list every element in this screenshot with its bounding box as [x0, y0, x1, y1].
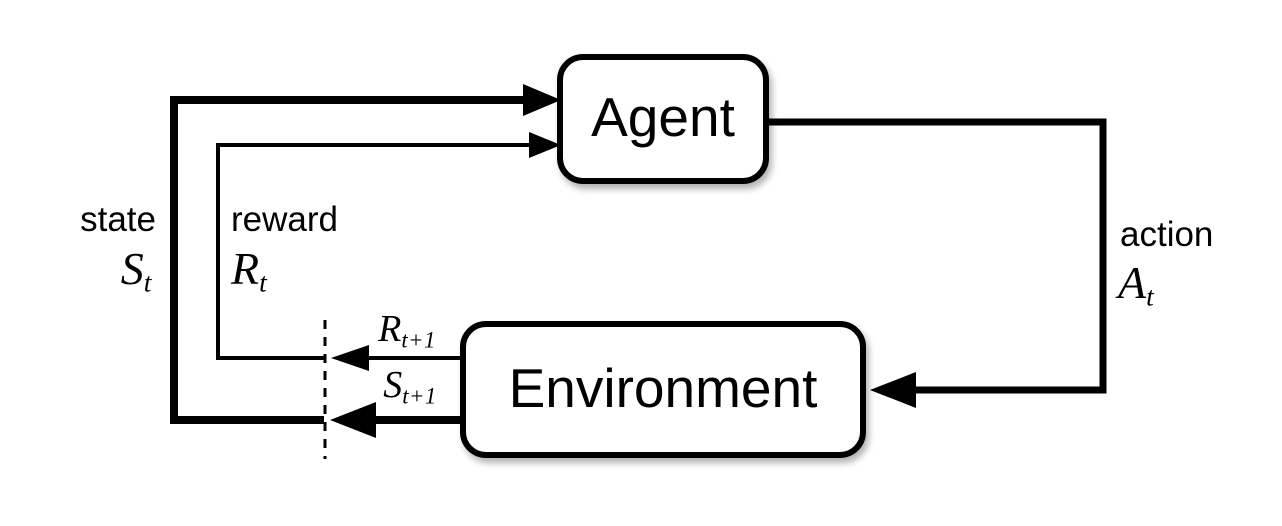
- next-state-symbol-subscript: t+1: [402, 383, 437, 409]
- state-word-label: state: [80, 200, 156, 239]
- action-symbol-subscript: t: [1146, 280, 1155, 312]
- action-symbol-label: At: [1118, 257, 1155, 312]
- action-arrowhead-into-environment-icon: [870, 372, 916, 408]
- next-reward-symbol-subscript: t+1: [401, 327, 436, 353]
- reward-arrowhead-at-boundary-icon: [331, 345, 369, 371]
- next-reward-symbol-main: R: [378, 308, 402, 350]
- reward-word-label: reward: [231, 200, 338, 239]
- state-arrowhead-into-agent-icon: [523, 84, 561, 116]
- state-arrowhead-at-boundary-icon: [330, 402, 376, 438]
- reward-arrowhead-into-agent-icon: [529, 132, 561, 158]
- agent-label: Agent: [591, 86, 735, 148]
- state-symbol-subscript: t: [143, 266, 152, 298]
- reward-symbol-main: R: [231, 243, 260, 294]
- reward-symbol-label: Rt: [231, 243, 268, 298]
- next-state-symbol-label: St+1: [355, 366, 465, 408]
- environment-label: Environment: [508, 356, 818, 419]
- state-symbol-label: St: [40, 243, 152, 298]
- state-loop-line: [170, 96, 528, 424]
- state-symbol-main: S: [120, 243, 144, 294]
- action-word-label: action: [1120, 215, 1214, 254]
- agent-node: Agent: [557, 54, 769, 184]
- environment-node: Environment: [460, 321, 866, 458]
- action-symbol-main: A: [1118, 257, 1147, 308]
- next-state-symbol-main: S: [383, 364, 403, 406]
- reward-loop-line: [216, 143, 534, 360]
- next-reward-symbol-label: Rt+1: [352, 310, 462, 352]
- action-line: [767, 118, 1107, 394]
- reward-symbol-subscript: t: [259, 266, 268, 298]
